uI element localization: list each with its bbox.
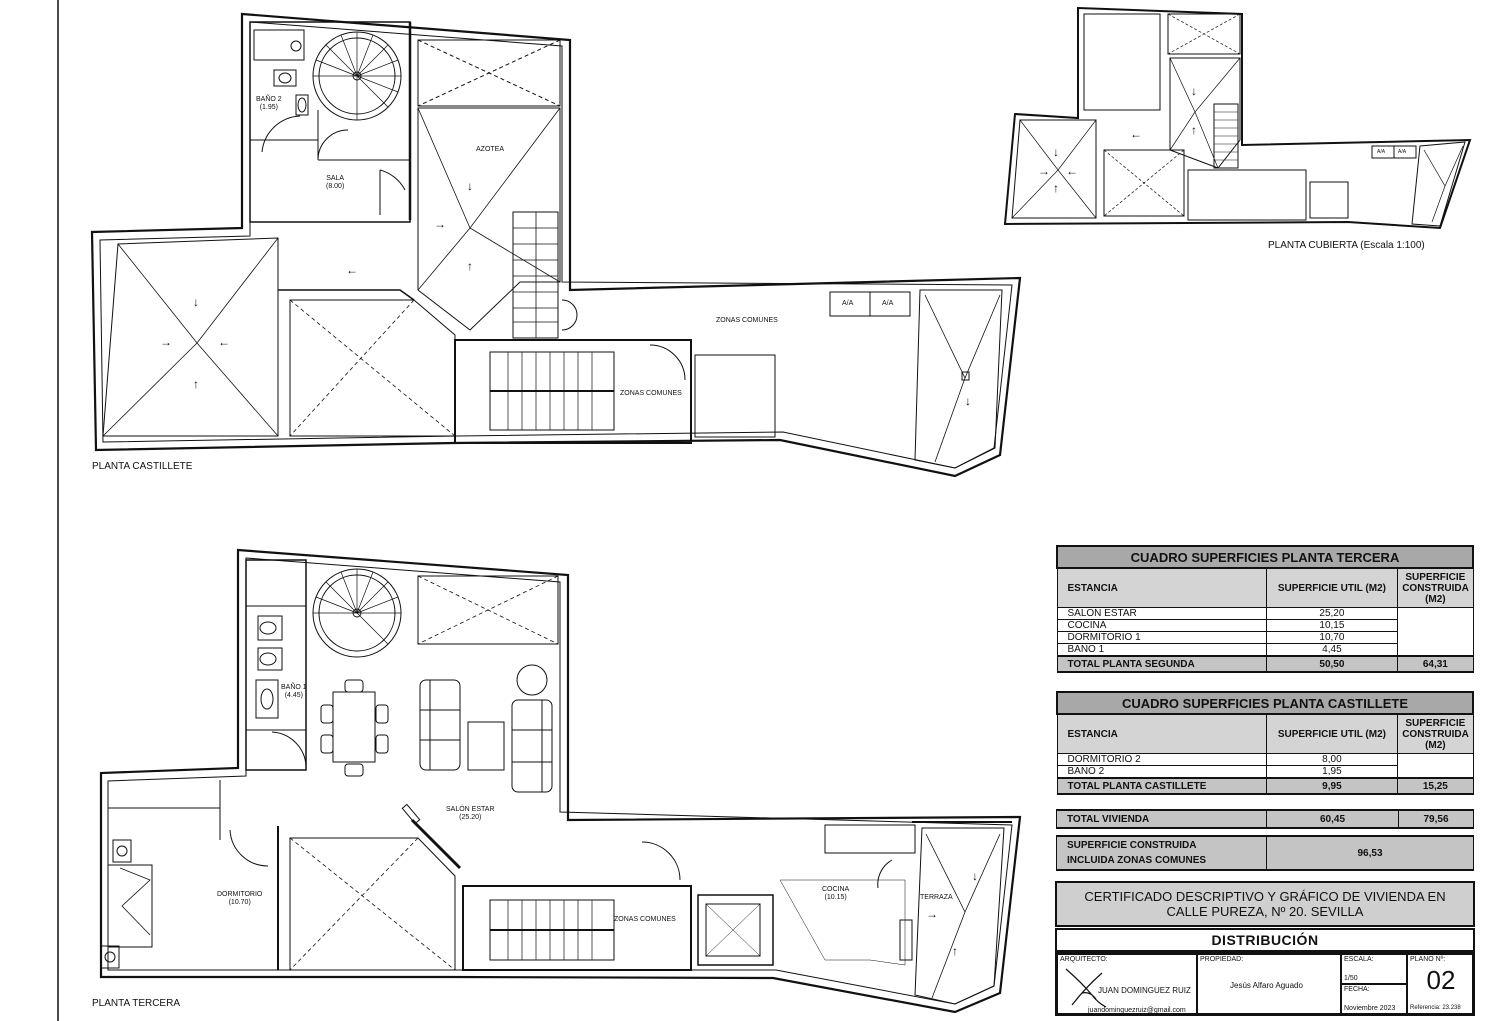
table-total-row: TOTAL PLANTA CASTILLETE 9,95 15,25 — [1056, 777, 1474, 795]
aa-label-2: A/A — [882, 300, 894, 307]
svg-text:↓: ↓ — [467, 179, 473, 193]
table-title: CUADRO SUPERFICIES PLANTA TERCERA — [1056, 545, 1474, 569]
table-superficie-construida: SUPERFICIE CONSTRUIDA INCLUIDA ZONAS COM… — [1056, 835, 1474, 871]
room-label-zonas-comunes-stair: ZONAS COMUNES — [620, 390, 682, 397]
table-title: CUADRO SUPERFICIES PLANTA CASTILLETE — [1056, 691, 1474, 715]
escala-cell: ESCALA: 1/50 — [1341, 954, 1407, 984]
escala-value: 1/50 — [1344, 975, 1358, 982]
planta-cubierta-plan — [1003, 6, 1472, 230]
label-planta-cubierta: PLANTA CUBIERTA (Escala 1:100) — [1268, 240, 1425, 251]
col-header-estancia: ESTANCIA — [1056, 713, 1267, 754]
svg-text:←: ← — [218, 335, 230, 349]
col-header-estancia: ESTANCIA — [1056, 567, 1267, 608]
svg-text:→: → — [1038, 164, 1050, 178]
planta-tercera-plan — [99, 548, 1022, 1014]
total-vivienda-label: TOTAL VIVIENDA — [1056, 809, 1267, 829]
total-vivienda-const: 79,56 — [1398, 809, 1474, 829]
table-superficies-tercera: CUADRO SUPERFICIES PLANTA TERCERA ESTANC… — [1056, 545, 1474, 673]
fecha-value: Noviembre 2023 — [1344, 1005, 1396, 1012]
room-label-salon-estar: SALÓN ESTAR(25.20) — [446, 806, 495, 821]
room-label-cocina: COCINA(10.15) — [822, 886, 850, 901]
room-label-bano-1: BAÑO 1(4.45) — [281, 684, 307, 699]
certificado-box: CERTIFICADO DESCRIPTIVO Y GRÁFICO DE VIV… — [1055, 881, 1475, 927]
svg-text:←: ← — [1130, 127, 1142, 141]
svg-text:↓: ↓ — [1053, 145, 1059, 159]
room-label-dormitorio: DORMITORIO(10.70) — [217, 891, 263, 906]
total-vivienda-util: 60,45 — [1266, 809, 1399, 829]
distribucion-box: DISTRIBUCIÓN — [1055, 928, 1475, 952]
svg-text:↑: ↑ — [467, 259, 473, 273]
certificado-line-1: CERTIFICADO DESCRIPTIVO Y GRÁFICO DE VIV… — [1084, 889, 1446, 904]
distribucion-title: DISTRIBUCIÓN — [1211, 932, 1319, 948]
col-header-construida: SUPERFICIE CONSTRUIDA (M2) — [1397, 713, 1474, 754]
svg-text:↓: ↓ — [193, 295, 199, 309]
fecha-cell: FECHA: Noviembre 2023 — [1341, 984, 1407, 1014]
svg-text:→: → — [160, 335, 172, 349]
label-planta-castillete: PLANTA CASTILLETE — [92, 461, 193, 472]
aa-label-cubierta-1: A/A — [1377, 149, 1386, 155]
sup-construida-label: SUPERFICIE CONSTRUIDA INCLUIDA ZONAS COM… — [1056, 835, 1267, 871]
room-label-azotea: AZOTEA — [476, 146, 505, 153]
plano-cell: PLANO Nº: 02 Referencia: 23.238 — [1407, 954, 1473, 1014]
title-block: ARQUITECTO: JUAN DOMINGUEZ RUIZ juandomi… — [1055, 952, 1475, 1016]
svg-text:↓: ↓ — [965, 394, 971, 408]
sup-construida-value: 96,53 — [1266, 835, 1474, 871]
svg-text:↓: ↓ — [1191, 84, 1197, 98]
propiedad-name: Jesús Alfaro Aguado — [1230, 981, 1303, 990]
svg-text:↓: ↓ — [972, 869, 978, 883]
propiedad-cell: PROPIEDAD: Jesús Alfaro Aguado — [1197, 954, 1341, 1014]
escala-caption: ESCALA: — [1344, 956, 1374, 963]
room-label-terraza: TERRAZA — [920, 894, 953, 901]
svg-text:↑: ↑ — [1191, 123, 1197, 137]
aa-label-1: A/A — [842, 300, 854, 307]
plano-number: 02 — [1426, 965, 1456, 995]
propiedad-caption: PROPIEDAD: — [1200, 956, 1244, 963]
arquitecto-caption: ARQUITECTO: — [1060, 956, 1108, 963]
svg-text:←: ← — [346, 263, 358, 277]
label-planta-tercera: PLANTA TERCERA — [92, 998, 180, 1009]
signature-icon — [1065, 968, 1107, 1008]
fecha-caption: FECHA: — [1344, 986, 1370, 993]
svg-text:→: → — [926, 907, 938, 921]
arquitecto-name: JUAN DOMINGUEZ RUIZ — [1098, 986, 1191, 995]
table-total-row: TOTAL PLANTA SEGUNDA 50,50 64,31 — [1056, 655, 1474, 673]
table-total-vivienda: TOTAL VIVIENDA 60,45 79,56 — [1056, 809, 1474, 829]
referencia: Referencia: 23.238 — [1410, 1005, 1461, 1011]
svg-text:↑: ↑ — [952, 944, 958, 958]
svg-text:←: ← — [1066, 164, 1078, 178]
certificado-line-2: CALLE PUREZA, Nº 20. SEVILLA — [1166, 904, 1364, 919]
room-label-bano-2: BAÑO 2(1.95) — [256, 96, 282, 111]
col-header-util: SUPERFICIE UTIL (M2) — [1265, 567, 1399, 608]
plano-caption: PLANO Nº: — [1410, 956, 1446, 963]
svg-text:↑: ↑ — [193, 377, 199, 391]
room-label-zonas-comunes: ZONAS COMUNES — [716, 317, 778, 324]
col-header-util: SUPERFICIE UTIL (M2) — [1265, 713, 1399, 754]
col-header-construida: SUPERFICIE CONSTRUIDA (M2) — [1397, 567, 1474, 608]
room-label-sala: SALA(8.00) — [326, 175, 345, 190]
planta-castillete-plan — [90, 12, 1022, 478]
room-label-zonas-comunes-tercera: ZONAS COMUNES — [614, 916, 676, 923]
arquitecto-cell: ARQUITECTO: JUAN DOMINGUEZ RUIZ juandomi… — [1057, 954, 1197, 1014]
arquitecto-email: juandominguezruiz@gmail.com — [1088, 1007, 1186, 1014]
aa-label-cubierta-2: A/A — [1398, 149, 1407, 155]
svg-text:→: → — [434, 217, 446, 231]
svg-text:↑: ↑ — [1053, 181, 1059, 195]
table-superficies-castillete: CUADRO SUPERFICIES PLANTA CASTILLETE EST… — [1056, 691, 1474, 795]
